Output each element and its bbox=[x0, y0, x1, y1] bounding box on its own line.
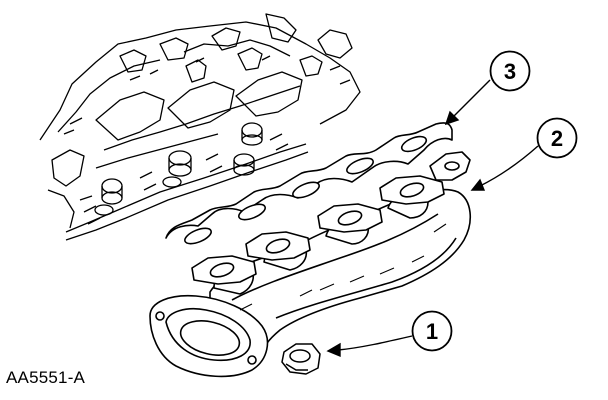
callout-3-number: 3 bbox=[504, 59, 516, 84]
callout-1: 1 bbox=[411, 310, 453, 352]
exhaust-manifold-gasket bbox=[165, 122, 453, 245]
leader-3 bbox=[451, 79, 491, 119]
arrowhead-2 bbox=[470, 178, 486, 191]
exhaust-nut bbox=[281, 343, 321, 375]
arrowhead-1 bbox=[326, 342, 341, 358]
leader-1 bbox=[337, 335, 413, 351]
exhaust-manifold bbox=[149, 151, 471, 378]
callout-2: 2 bbox=[536, 117, 578, 159]
engine-cylinder-head bbox=[39, 13, 361, 241]
arrowhead-3 bbox=[444, 110, 460, 126]
callout-1-number: 1 bbox=[426, 319, 438, 344]
callout-3: 3 bbox=[489, 50, 531, 92]
callout-2-number: 2 bbox=[551, 126, 563, 151]
leader-2 bbox=[479, 145, 539, 187]
callout-leaders bbox=[326, 79, 539, 358]
figure-id-label: AA5551-A bbox=[6, 368, 86, 387]
